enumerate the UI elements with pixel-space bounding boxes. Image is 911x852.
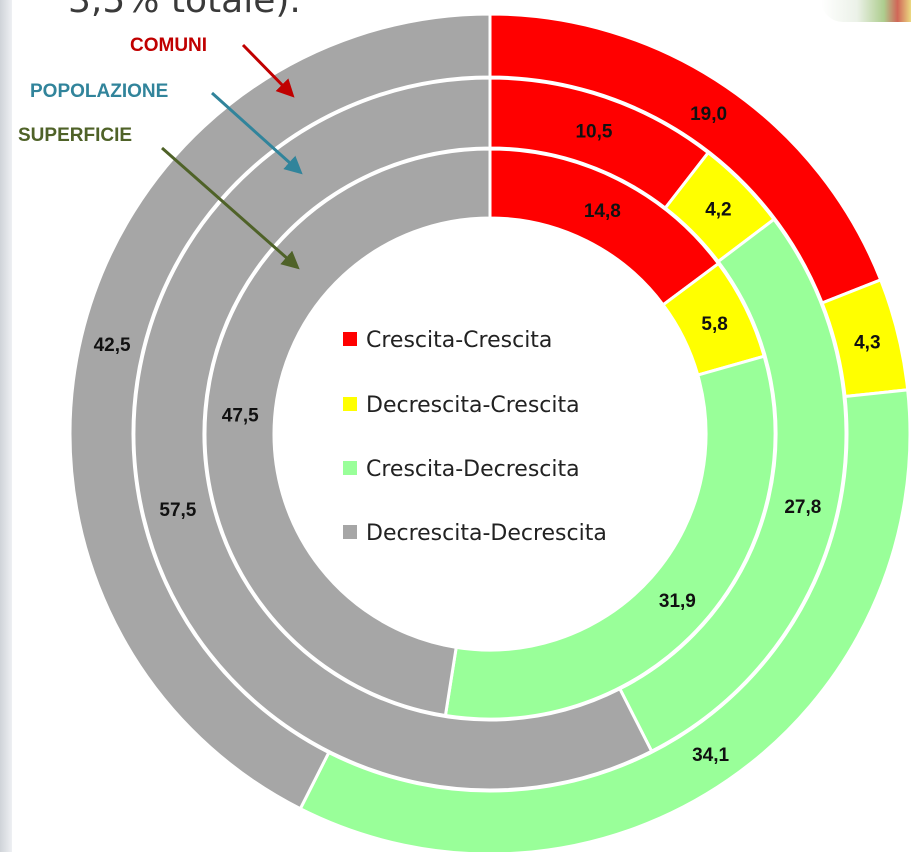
value-label-popolazione-1: 4,2 xyxy=(705,199,731,220)
legend-swatch xyxy=(343,461,357,475)
slide-text-fragment: 3,5% totale). xyxy=(68,0,301,21)
left-panel-strip xyxy=(0,0,12,852)
legend-swatch xyxy=(343,525,357,539)
legend-label: Decrescita-Decrescita xyxy=(366,521,607,546)
ring-label-superficie: SUPERFICIE xyxy=(18,125,132,146)
value-label-superficie-1: 5,8 xyxy=(701,314,727,335)
legend-swatch xyxy=(343,397,357,411)
segment-superficie-3 xyxy=(203,147,492,718)
legend-item-crescita-decrescita: Crescita-Decrescita xyxy=(343,457,580,482)
value-label-comuni-2: 34,1 xyxy=(692,745,729,766)
legend-swatch xyxy=(343,332,357,346)
legend-label: Crescita-Crescita xyxy=(366,328,552,353)
legend-item-crescita-crescita: Crescita-Crescita xyxy=(343,328,552,353)
ring-label-popolazione: POPOLAZIONE xyxy=(30,81,168,102)
value-label-popolazione-3: 57,5 xyxy=(159,500,196,521)
value-label-popolazione-2: 27,8 xyxy=(784,497,821,518)
segment-superficie-2 xyxy=(443,354,777,721)
arrow-superficie xyxy=(161,146,300,270)
arrow-popolazione xyxy=(210,91,303,175)
donut-rings xyxy=(68,12,911,852)
value-label-superficie-2: 31,9 xyxy=(659,591,696,612)
value-label-comuni-0: 19,0 xyxy=(690,104,727,125)
value-label-comuni-3: 42,5 xyxy=(94,335,131,356)
value-label-popolazione-0: 10,5 xyxy=(575,121,612,142)
ring-label-comuni: COMUNI xyxy=(130,35,207,56)
ring-annotations: COMUNI POPOLAZIONE SUPERFICIE xyxy=(18,35,303,270)
chart-legend: Crescita-Crescita Decrescita-Crescita Cr… xyxy=(343,328,607,546)
value-label-superficie-0: 14,8 xyxy=(584,201,621,222)
value-label-comuni-1: 4,3 xyxy=(854,332,880,353)
corner-logo-decoration xyxy=(821,0,911,22)
legend-label: Crescita-Decrescita xyxy=(366,457,580,482)
legend-label: Decrescita-Crescita xyxy=(366,393,580,418)
legend-item-decrescita-crescita: Decrescita-Crescita xyxy=(343,393,580,418)
value-label-superficie-3: 47,5 xyxy=(222,405,259,426)
segment-labels: 19,0 4,3 34,1 42,5 10,5 4,2 27,8 57,5 14,8 5,8 31,… xyxy=(94,104,881,766)
arrow-comuni xyxy=(241,43,295,98)
legend-item-decrescita-decrescita: Decrescita-Decrescita xyxy=(343,521,607,546)
